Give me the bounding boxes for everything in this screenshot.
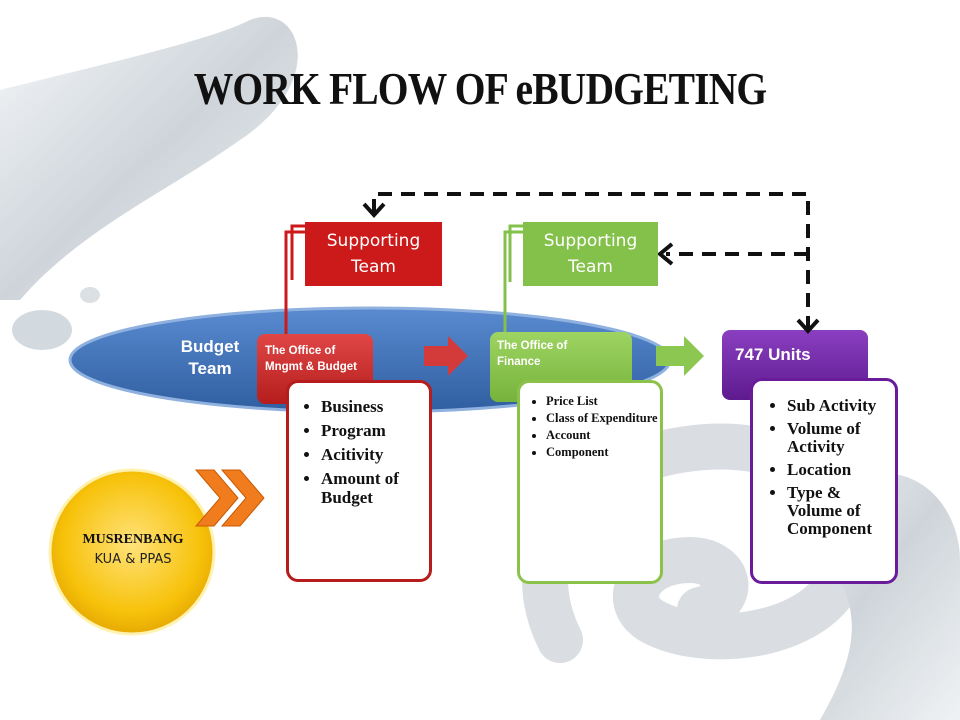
list-item: Program (321, 421, 429, 440)
list-item: Business (321, 397, 429, 416)
block-arrow-right-icon (424, 336, 468, 376)
support-green-bracket (508, 224, 523, 282)
card-finance: Price List Class of Expenditure Account … (517, 380, 663, 584)
office-mngmt-label: The Office of Mngmt & Budget (265, 343, 357, 375)
list-item: Volume of Activity (787, 420, 895, 456)
list-item: Acitivity (321, 445, 429, 464)
supporting-green-line1: Supporting (543, 231, 638, 251)
supporting-team-green: Supporting Team (523, 222, 658, 286)
office-mngmt-line1: The Office of (265, 345, 336, 357)
arrowhead-icon (656, 242, 674, 266)
list-item: Account (546, 429, 660, 442)
block-arrow-right-icon (656, 336, 704, 376)
list-item: Type & Volume of Component (787, 484, 895, 538)
support-red-connector (284, 230, 305, 338)
budget-team-line2: Team (188, 359, 232, 378)
musrenbang-label: MUSRENBANG KUA & PPAS (48, 532, 218, 567)
support-red-bracket (290, 224, 305, 280)
office-finance-line2: Finance (497, 356, 541, 368)
chevron-double-right-icon (194, 469, 265, 527)
supporting-green-line2: Team (568, 257, 613, 277)
arrowhead-icon (362, 202, 386, 218)
list-item: Sub Activity (787, 397, 895, 415)
musrenbang-circle (48, 468, 216, 636)
supporting-red-line2: Team (351, 257, 396, 277)
office-finance-line1: The Office of (497, 340, 568, 352)
card-units: Sub Activity Volume of Activity Location… (750, 378, 898, 584)
card-mngmt: Business Program Acitivity Amount of Bud… (286, 380, 432, 582)
musrenbang-line1: MUSRENBANG (82, 532, 184, 547)
office-finance-label: The Office of Finance (497, 338, 567, 370)
support-green-connector (503, 230, 523, 335)
list-item: Amount of Budget (321, 469, 429, 507)
budget-team-line1: Budget (180, 337, 240, 356)
budget-team-label: Budget Team (160, 336, 260, 380)
list-item: Class of Expenditure (546, 412, 660, 425)
supporting-red-line1: Supporting (326, 231, 421, 251)
supporting-team-red: Supporting Team (305, 222, 442, 286)
background-decoration (0, 16, 960, 720)
office-mngmt-line2: Mngmt & Budget (265, 361, 357, 373)
dashed-feedback-arrow (372, 192, 810, 330)
page-title: WORK FLOW OF eBUDGETING (193, 63, 767, 114)
list-item: Price List (546, 395, 660, 408)
list-item: Location (787, 461, 895, 479)
list-item: Component (546, 446, 660, 459)
musrenbang-line2: KUA & PPAS (94, 552, 172, 567)
arrowhead-icon (796, 318, 820, 334)
units-label: 747 Units (735, 345, 811, 364)
